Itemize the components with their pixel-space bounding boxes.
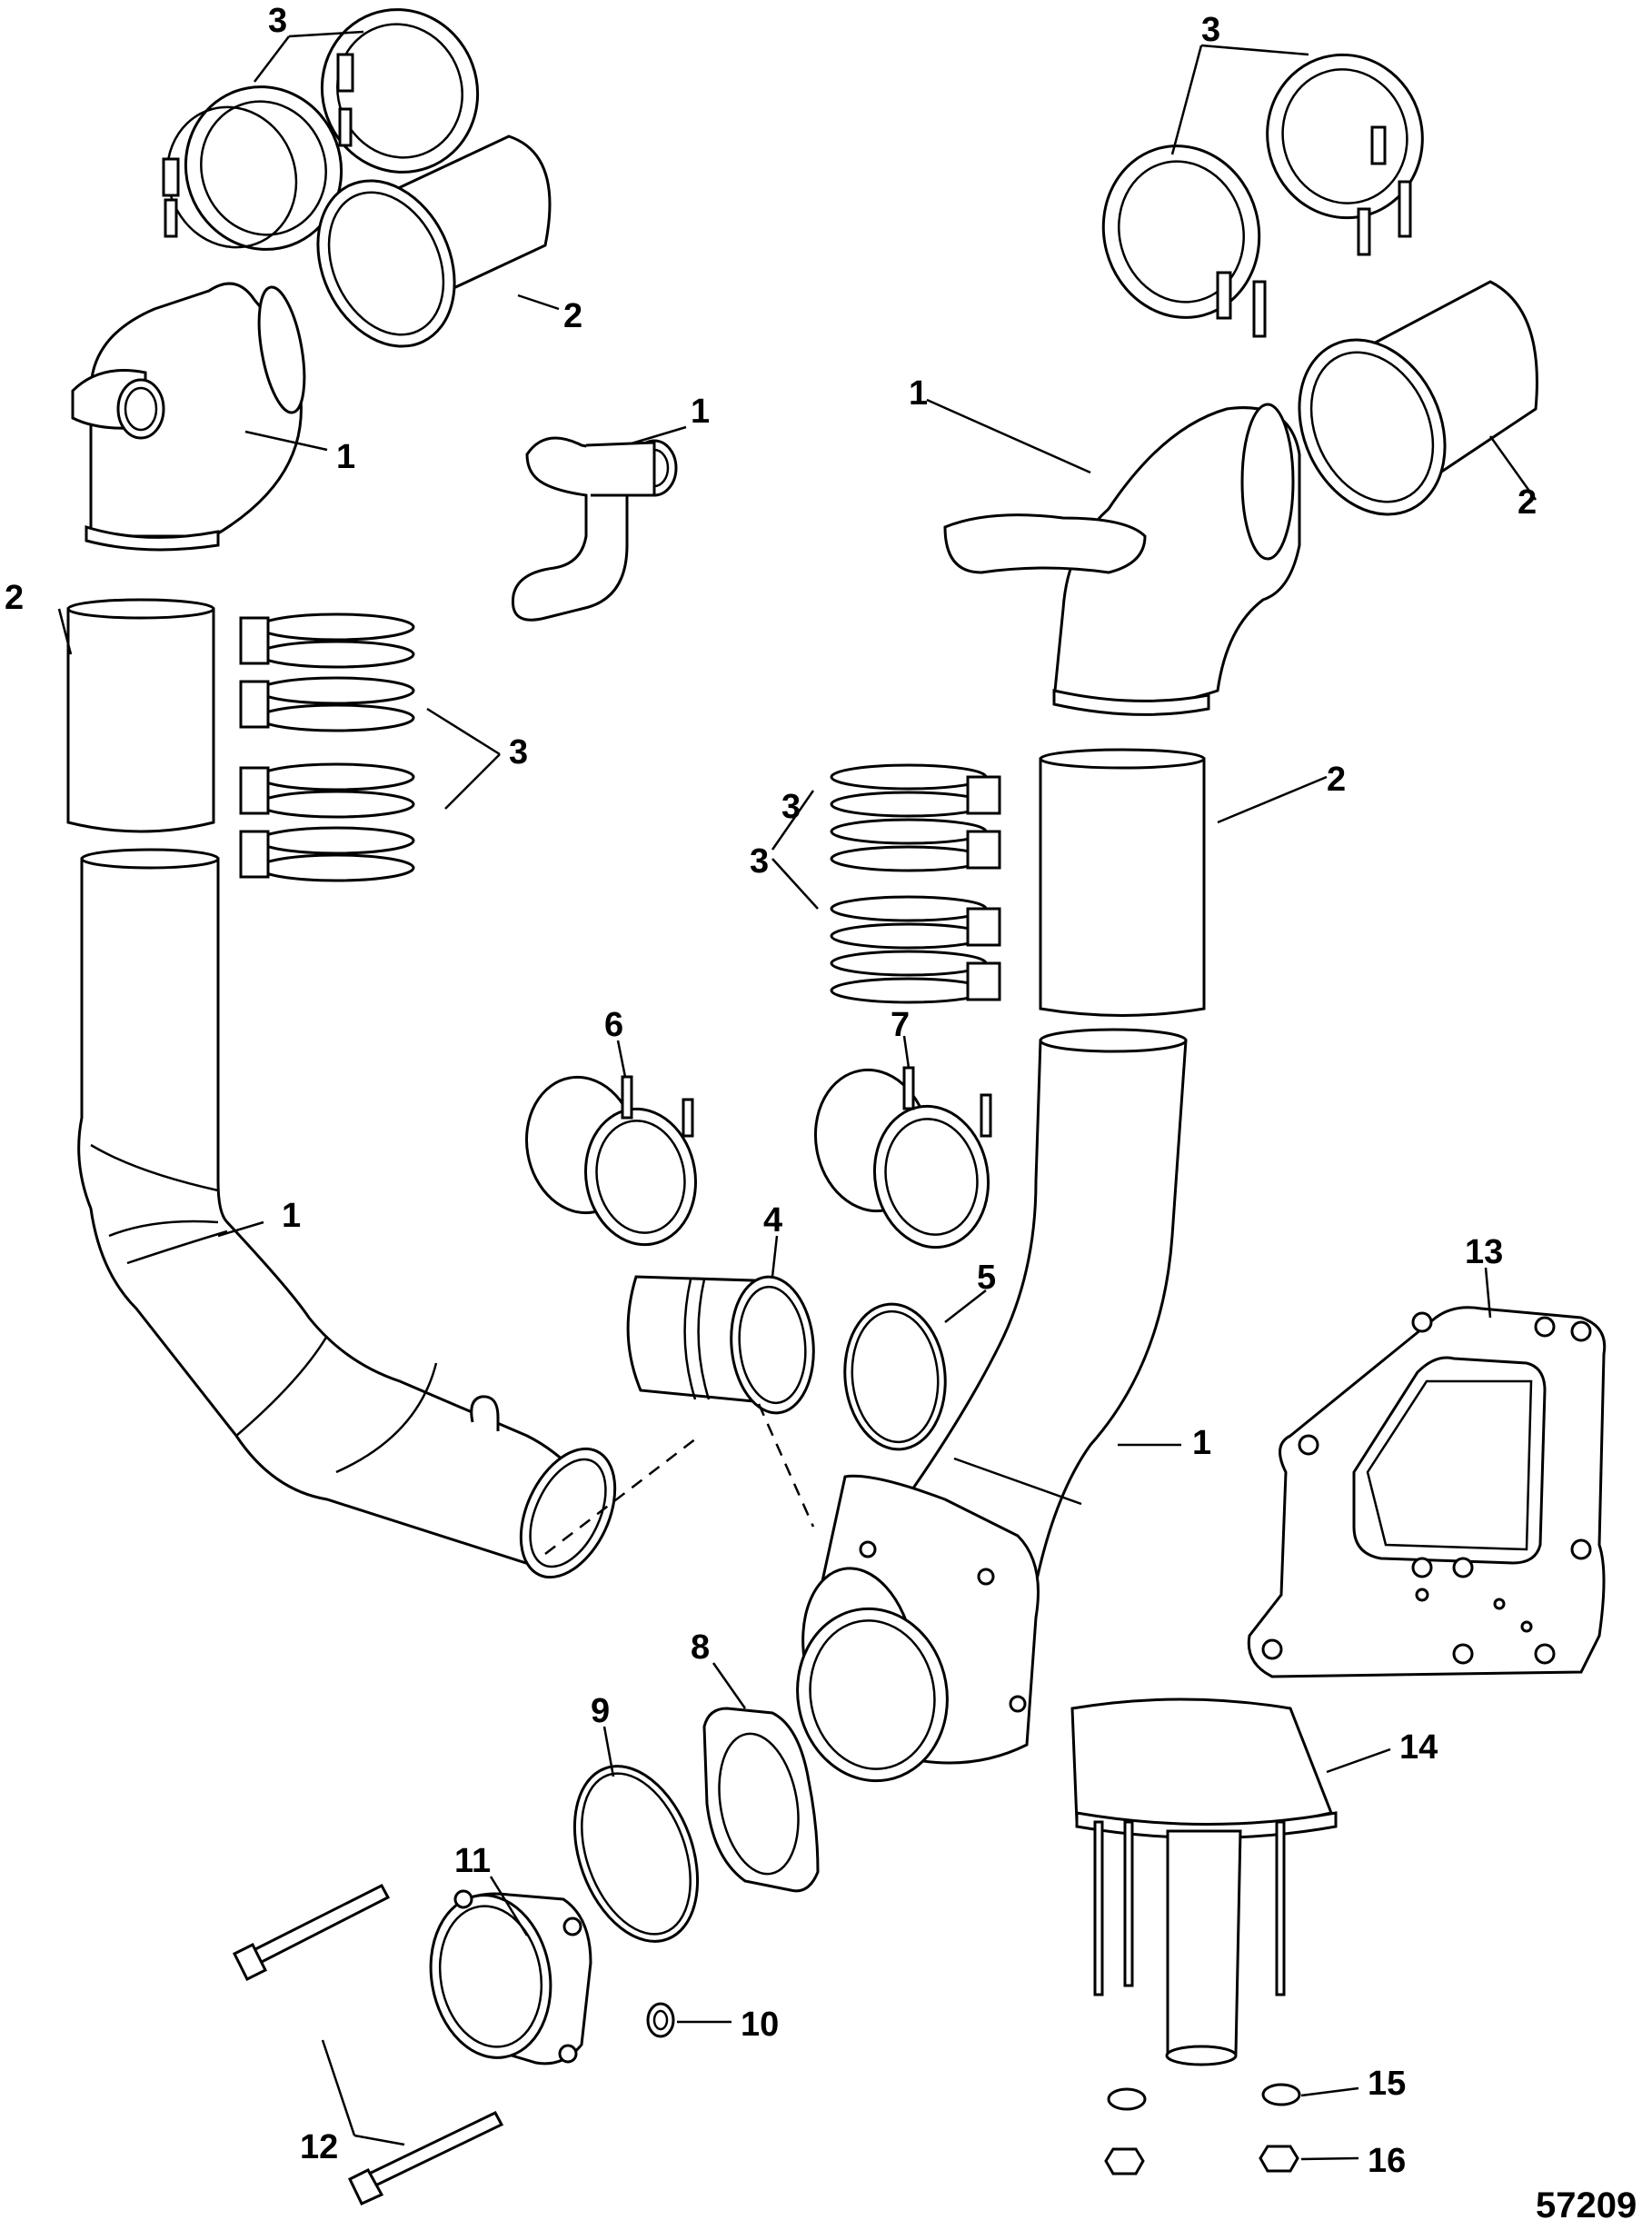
callout-label: 4 (763, 1201, 782, 1239)
callout-label: 5 (977, 1259, 996, 1297)
exhaust-flange-11 (429, 1889, 592, 2066)
exhaust-pipe-left (77, 848, 617, 1579)
clamp-pair-6 (524, 1075, 698, 1247)
clamp-pair-top-left (162, 8, 480, 251)
callout-label: 7 (891, 1006, 910, 1044)
gasket-8 (702, 1707, 820, 1893)
clamp-pair-7 (813, 1066, 992, 1249)
callout-label: 3 (750, 842, 769, 881)
callout-label: 2 (563, 297, 582, 335)
callout-label: 2 (1327, 761, 1346, 799)
callout-label: 1 (1192, 1424, 1211, 1462)
leader-lines (57, 30, 1538, 2161)
callout-label: 12 (300, 2128, 338, 2166)
callout-label: 13 (1465, 1233, 1503, 1271)
alignment-line-a (544, 1435, 701, 1555)
washer-10 (646, 2002, 675, 2038)
nuts-16 (1104, 2145, 1299, 2175)
bolts-12 (232, 1884, 504, 2205)
hose-clamps-left (239, 612, 415, 882)
exhaust-adapter-4 (626, 1275, 815, 1415)
callout-label: 16 (1368, 2142, 1406, 2180)
water-pipe-top-center (511, 436, 678, 622)
callout-label: 2 (1518, 483, 1537, 522)
callout-label: 9 (591, 1692, 610, 1730)
callout-label: 3 (509, 733, 528, 772)
callout-label: 3 (268, 2, 287, 40)
callout-label: 1 (909, 374, 928, 413)
callout-label: 8 (691, 1628, 710, 1667)
gasket-plate-13 (1247, 1306, 1607, 1678)
callout-label: 1 (336, 438, 355, 476)
callout-label: 11 (454, 1842, 491, 1880)
callout-label: 14 (1399, 1728, 1438, 1767)
hose-sleeve-top-left (316, 134, 552, 348)
callout-label: 10 (741, 2006, 779, 2044)
o-ring-9 (572, 1765, 700, 1943)
hose-sleeve-center (1039, 748, 1206, 1017)
exhaust-flange-housing (796, 1474, 1040, 1783)
callout-label: 3 (781, 788, 801, 826)
callout-label: 15 (1368, 2065, 1406, 2103)
exhaust-elbow-top-right (943, 403, 1301, 716)
callout-label: 1 (691, 393, 710, 431)
callout-label: 3 (1201, 11, 1220, 49)
seal-ring-5 (843, 1302, 947, 1451)
callout-label: 1 (282, 1197, 301, 1235)
figure-number: 57209 (1536, 2185, 1637, 2225)
hose-sleeve-top-right (1298, 280, 1538, 516)
exhaust-elbow-top-left (71, 282, 306, 552)
hose-clamps-center (830, 763, 1001, 1004)
alignment-line-b (757, 1403, 815, 1528)
callout-label: 6 (604, 1006, 623, 1044)
callout-label: 2 (5, 579, 24, 617)
washers-15 (1107, 2083, 1301, 2111)
exhaust-riser-right (870, 1028, 1188, 1638)
clamp-pair-top-right (1101, 53, 1424, 338)
sea-strainer-cover-14 (1070, 1697, 1338, 2066)
hose-sleeve-left (66, 598, 215, 833)
